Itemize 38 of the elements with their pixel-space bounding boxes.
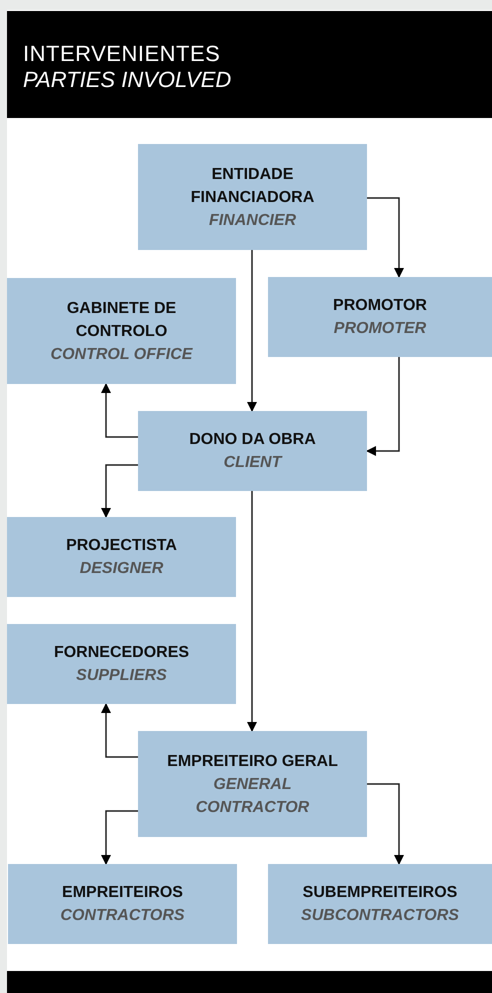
- node-title: FORNECEDORES: [54, 643, 190, 663]
- process-box: [7, 517, 236, 597]
- process-box: [268, 277, 492, 357]
- node-subtitle: CONTROL OFFICE: [50, 344, 192, 364]
- node-title: ENTIDADE FINANCIADORA: [190, 164, 316, 208]
- node-title: EMPREITEIRO GERAL: [167, 752, 338, 772]
- node-title: PROJECTISTA: [66, 536, 177, 556]
- node-subtitle: SUPPLIERS: [76, 666, 167, 686]
- arrow: [367, 783, 404, 865]
- arrow: [367, 197, 404, 278]
- node-title: PROMOTOR: [333, 296, 427, 316]
- arrow: [101, 383, 138, 438]
- process-box: [7, 624, 236, 704]
- arrow: [101, 464, 138, 518]
- arrow: [366, 357, 400, 456]
- node-subtitle: GENERAL CONTRACTOR: [194, 774, 310, 818]
- arrow: [101, 810, 138, 865]
- process-box: [7, 278, 236, 384]
- process-box: [138, 144, 367, 250]
- node-title: EMPREITEIROS: [62, 883, 183, 903]
- subtitle: PARTIES INVOLVED: [23, 67, 232, 93]
- process-box: [8, 864, 237, 944]
- node-subtitle: DESIGNER: [80, 559, 164, 579]
- node-subtitle: FINANCIER: [208, 210, 296, 230]
- title: INTERVENIENTES: [23, 41, 220, 67]
- arrow: [101, 703, 138, 758]
- node-subtitle: CLIENT: [224, 453, 282, 473]
- process-box: [138, 731, 367, 837]
- node-title: GABINETE DE CONTROLO: [66, 298, 178, 342]
- arrow: [247, 491, 257, 732]
- node-title: DONO DA OBRA: [189, 430, 316, 450]
- node-subtitle: PROMOTER: [334, 319, 426, 339]
- process-box: [268, 864, 492, 944]
- process-box: [138, 411, 367, 491]
- node-title: SUBEMPREITEIROS: [302, 883, 458, 903]
- node-subtitle: CONTRACTORS: [60, 906, 185, 926]
- node-subtitle: SUBCONTRACTORS: [301, 906, 459, 926]
- arrow: [247, 250, 257, 412]
